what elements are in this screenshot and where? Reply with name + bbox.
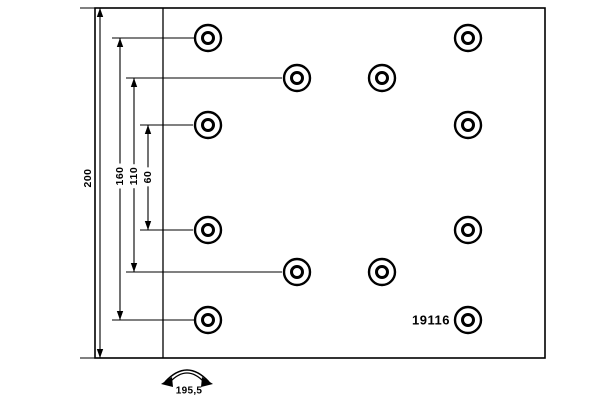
rivet-hole-inner: [290, 71, 304, 85]
arc-arrow-left: [161, 377, 173, 387]
dimension-arrow-down: [116, 311, 124, 320]
arc-width-label: 195,5: [175, 385, 203, 397]
arc-arrow-right: [201, 377, 213, 387]
dimension-arrow-up: [144, 125, 152, 134]
rivet-hole-inner: [461, 313, 475, 327]
rivet-hole-inner: [375, 71, 389, 85]
dimension-arrow-down: [144, 221, 152, 230]
rivet-hole-inner: [375, 265, 389, 279]
rivet-hole-inner: [461, 31, 475, 45]
dimension-label-160: 160: [113, 163, 127, 189]
dimension-arrow-up: [96, 8, 104, 17]
dimension-arrow-down: [96, 349, 104, 358]
rivet-hole-inner: [461, 118, 475, 132]
rivet-hole-inner: [201, 118, 215, 132]
lining-plate-outline: [94, 7, 546, 359]
rivet-hole-inner: [290, 265, 304, 279]
rivet-hole-inner: [201, 223, 215, 237]
dimension-label-110: 110: [127, 163, 141, 189]
part-number: 19116: [412, 312, 450, 328]
rivet-hole-inner: [201, 31, 215, 45]
arc-symbol-inner: [169, 372, 205, 383]
dimension-arrow-up: [116, 38, 124, 47]
rivet-hole-inner: [201, 313, 215, 327]
dimension-label-60: 60: [141, 167, 155, 187]
arc-symbol-outer: [164, 369, 210, 383]
dimension-arrow-up: [130, 78, 138, 87]
dimension-arrow-down: [130, 263, 138, 272]
dimension-label-200: 200: [81, 168, 94, 188]
rivet-hole-inner: [461, 223, 475, 237]
